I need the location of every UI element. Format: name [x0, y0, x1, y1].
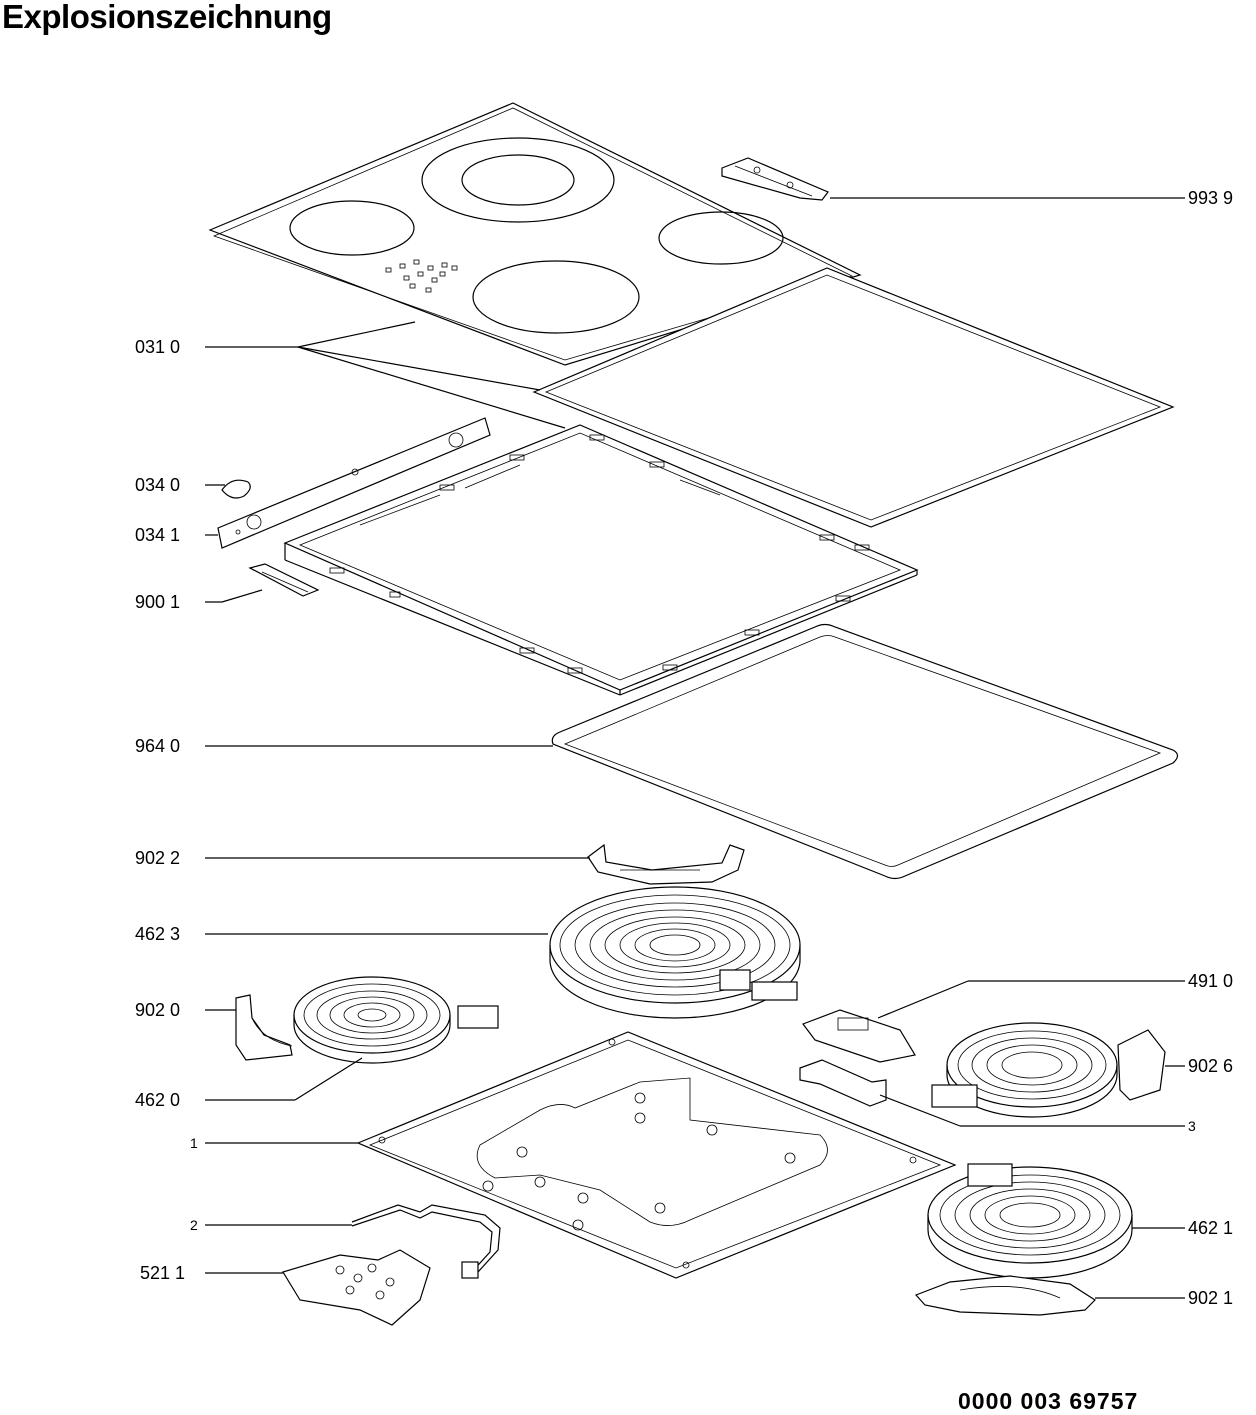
- part-902-0-bracket: [235, 994, 293, 1061]
- part-993-9-bracket: [721, 157, 829, 201]
- label-462-3: 462 3: [135, 924, 180, 944]
- label-462-0: 462 0: [135, 1090, 180, 1110]
- label-902-1: 902 1: [1188, 1288, 1233, 1308]
- label-3: 3: [1188, 1118, 1196, 1134]
- page-title: Explosionszeichnung: [2, 0, 332, 35]
- part-521-1-module: [282, 1249, 431, 1326]
- ceramic-hob-top: [208, 102, 862, 366]
- part-462-1-heater: [927, 1163, 1133, 1279]
- part-902-6-heater: [931, 1022, 1166, 1118]
- part-034-0-clip: [221, 479, 251, 499]
- leader-lines: [205, 197, 1185, 1299]
- label-902-0: 902 0: [135, 1000, 180, 1020]
- label-521-1: 521 1: [140, 1263, 185, 1283]
- part-3-bracket: [799, 1059, 887, 1107]
- part-2-cable-guide: [351, 1204, 501, 1279]
- label-993-9: 993 9: [1188, 188, 1233, 208]
- part-900-1-holder: [248, 563, 320, 597]
- part-462-3-heater: [549, 886, 801, 1019]
- part-964-0-seal: [551, 623, 1179, 880]
- label-900-1: 900 1: [135, 592, 180, 612]
- label-034-0: 034 0: [135, 475, 180, 495]
- part-1-base-plate: [356, 1031, 957, 1279]
- label-902-6: 902 6: [1188, 1056, 1233, 1076]
- label-031-0: 031 0: [135, 337, 180, 357]
- part-491-0-controller: [802, 1009, 916, 1063]
- label-491-0: 491 0: [1188, 971, 1233, 991]
- label-964-0: 964 0: [135, 736, 180, 756]
- document-number: 0000 003 69757: [958, 1388, 1139, 1414]
- part-902-2-bracket: [587, 843, 745, 885]
- part-902-1-bracket: [914, 1275, 1096, 1316]
- label-462-1: 462 1: [1188, 1218, 1233, 1238]
- hob-frame: [283, 424, 919, 696]
- label-902-2: 902 2: [135, 848, 180, 868]
- part-034-1-rail: [217, 417, 491, 549]
- part-462-0-heater: [293, 976, 499, 1064]
- glass-seal-frame: [532, 267, 1175, 528]
- label-2: 2: [190, 1217, 198, 1233]
- label-1: 1: [190, 1135, 198, 1151]
- label-034-1: 034 1: [135, 525, 180, 545]
